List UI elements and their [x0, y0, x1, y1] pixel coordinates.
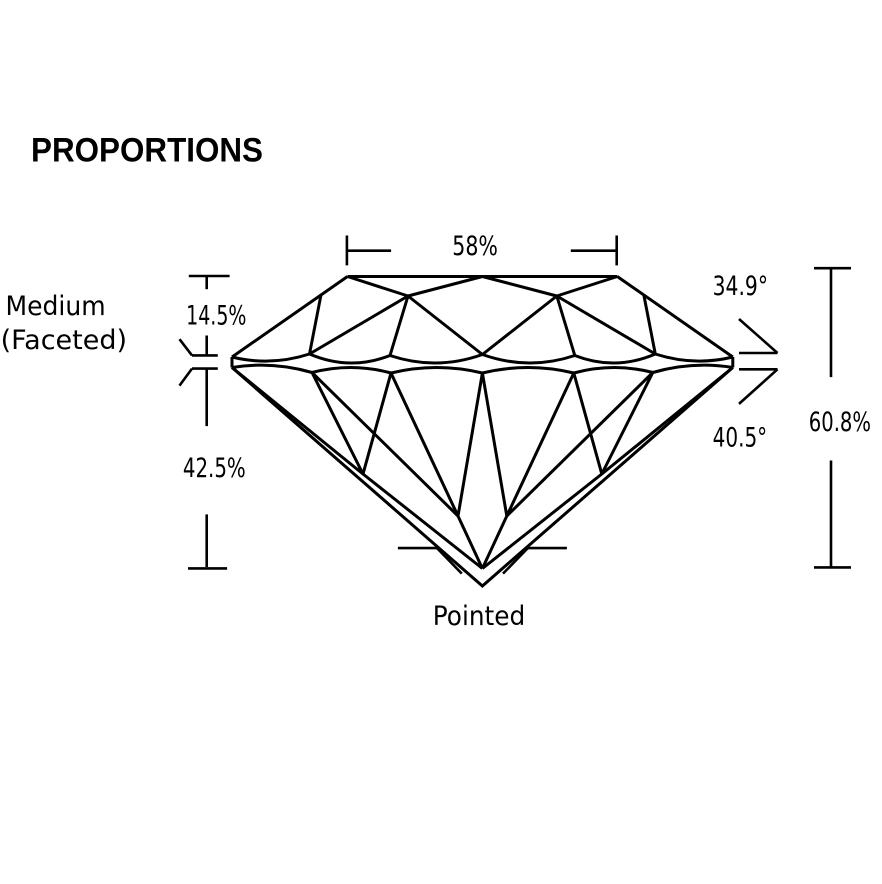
crown-outline-right	[616, 275, 734, 359]
culet-indicator	[397, 546, 567, 575]
diamond-outline-group	[230, 275, 735, 588]
diamond-crown	[231, 275, 734, 359]
crown-height-label: 14.5%	[186, 300, 246, 331]
girdle-label-line1: Medium	[6, 291, 106, 322]
culet-label: Pointed	[433, 601, 526, 632]
crown-angle-label: 34.9°	[713, 271, 768, 302]
total-depth-indicator	[814, 266, 851, 569]
crown-facet-lines-left	[308, 275, 484, 356]
diamond-girdle	[230, 352, 735, 375]
culet-right-diagonal	[502, 547, 529, 575]
indicators	[178, 235, 851, 575]
pavilion-angle-label: 40.5°	[713, 423, 768, 454]
pavilion-outline	[231, 366, 734, 588]
diamond-pavilion	[231, 366, 734, 588]
girdle-label-line2: (Faceted)	[1, 325, 127, 356]
table-width-indicator	[345, 235, 618, 266]
culet-left-diagonal	[436, 547, 463, 575]
pavilion-facet-lines-left	[231, 366, 484, 570]
crown-outline-left	[231, 275, 349, 359]
girdle-top-edge	[231, 352, 734, 365]
labels: PROPORTIONS 58% 14.5% Medium (Faceted) 4…	[1, 132, 871, 632]
crown-height-indicator	[178, 274, 230, 357]
pavilion-depth-indicator	[178, 367, 228, 570]
pavilion-facet-lines-right	[480, 366, 734, 570]
pavilion-angle-diagonal	[738, 368, 779, 405]
crown-angle-diagonal	[738, 318, 779, 354]
crown-angle-indicator	[738, 318, 779, 355]
table-width-label: 58%	[452, 231, 498, 262]
girdle-callout-lower-diagonal	[178, 367, 194, 387]
total-depth-label: 60.8%	[809, 407, 871, 438]
page-title: PROPORTIONS	[31, 132, 263, 170]
pavilion-angle-indicator	[738, 368, 779, 405]
pavilion-depth-label: 42.5%	[183, 453, 246, 484]
girdle-callout-upper-diagonal	[178, 338, 194, 357]
girdle-bottom-edge	[231, 363, 734, 375]
crown-facet-lines-right	[481, 275, 657, 356]
